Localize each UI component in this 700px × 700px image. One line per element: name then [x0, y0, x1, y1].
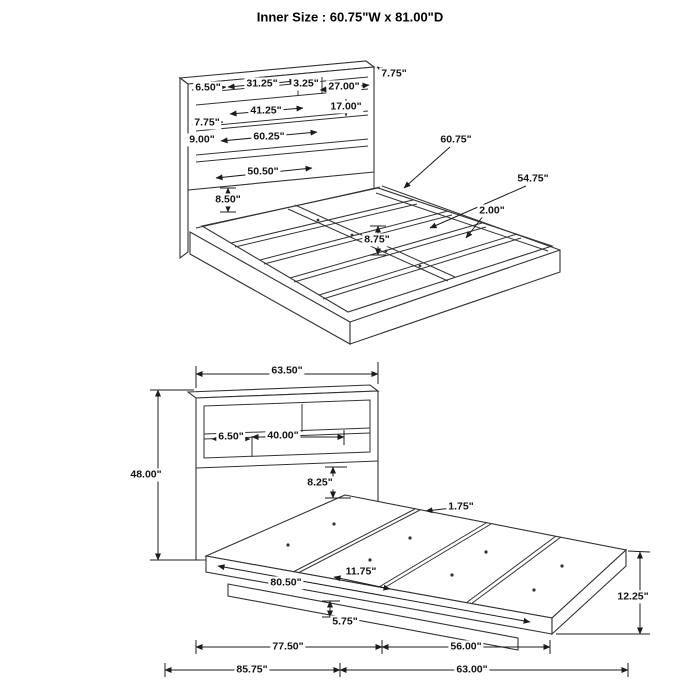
dim-slat-width: 50.50" [245, 165, 281, 179]
dim-headboard-height: 48.00" [128, 468, 164, 482]
dim-deck-lip: 1.75" [446, 500, 476, 514]
dim-rail-inner-height: 8.50" [213, 193, 243, 207]
dim-headboard-width: 63.50" [269, 364, 305, 378]
dim-platform-side-height: 12.25" [615, 590, 651, 604]
dim-shelf-bottom-height: 9.00" [187, 133, 217, 147]
perspective-view-drawing [178, 60, 561, 345]
dim-shelf-side-width: 6.50" [216, 430, 246, 444]
dim-overall-depth: 85.75" [234, 663, 270, 677]
dim-headboard-inner-width: 60.25" [251, 130, 287, 144]
dim-shelf-opening-middle: 41.25" [248, 104, 284, 118]
dim-side-rail-height: 8.75" [362, 233, 392, 247]
page-title: Inner Size : 60.75"W x 81.00"D [256, 9, 444, 25]
dim-shelf-left-width: 6.50" [193, 81, 223, 95]
side-view-drawing [150, 362, 651, 677]
dim-headboard-to-deck: 8.25" [305, 476, 335, 490]
dim-slat-length: 54.75" [515, 172, 551, 186]
dim-shelf-opening-left: 31.25" [244, 77, 280, 91]
dim-shelf-middle-height: 7.75" [192, 116, 222, 130]
dim-slat-spacing: 11.75" [343, 565, 379, 579]
dim-base-front-length: 77.50" [270, 640, 306, 654]
dim-shelf-divider-width: 3.25" [291, 77, 321, 91]
dim-overall-side-width: 63.00" [454, 663, 490, 677]
dim-headboard-top-depth: 7.75" [379, 67, 409, 81]
dim-inner-width: 60.75" [438, 133, 474, 147]
dim-shelf-opening-right: 27.00" [326, 80, 362, 94]
dim-base-height: 5.75" [330, 615, 360, 629]
dim-shelf-right-height: 17.00" [328, 100, 364, 114]
dim-rail-lip: 2.00" [477, 204, 507, 218]
headboard-perspective [178, 60, 376, 260]
dim-shelf-opening-width: 40.00" [265, 429, 301, 443]
dim-base-side-length: 56.00" [448, 640, 484, 654]
dim-deck-length: 80.50" [268, 576, 304, 590]
